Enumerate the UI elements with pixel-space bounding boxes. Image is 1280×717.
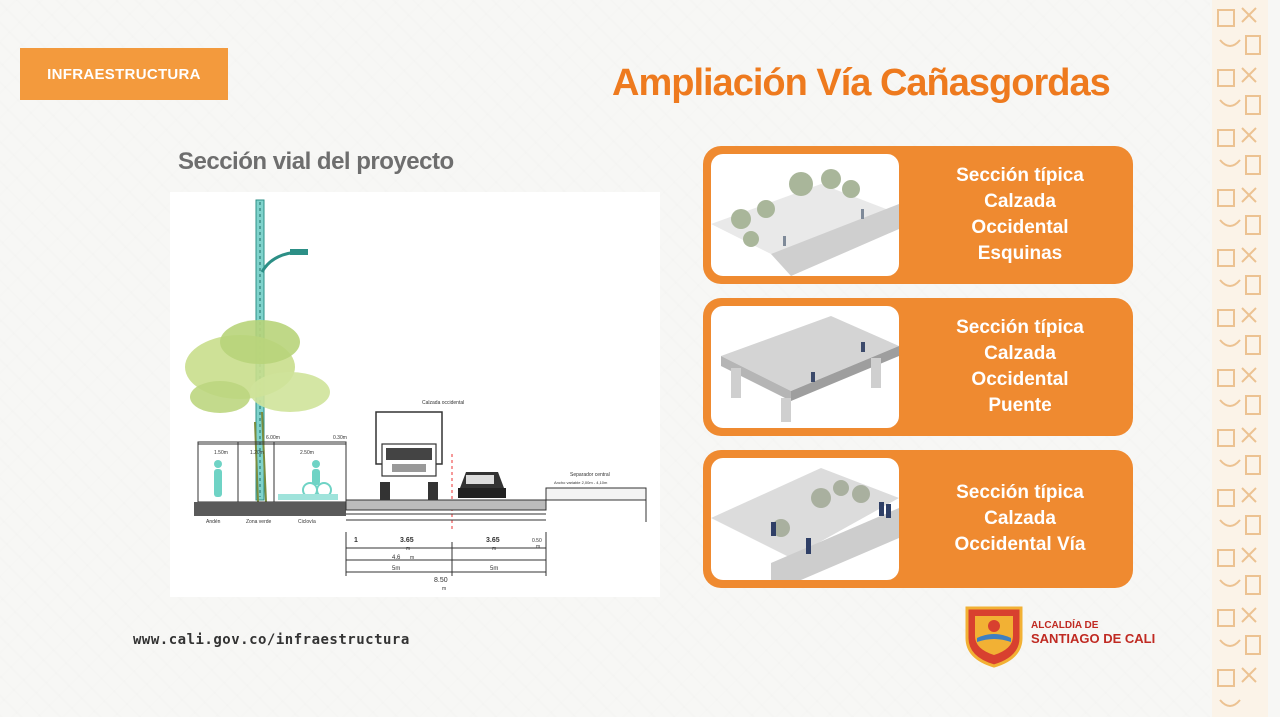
card-thumbnail-esquinas — [711, 154, 899, 276]
logo-line-1: ALCALDÍA DE — [1031, 620, 1099, 631]
dim-a: 3.65 — [400, 537, 414, 544]
card-line: Occidental Vía — [954, 534, 1086, 555]
card-line: Sección típica — [956, 482, 1084, 503]
render-puente-image — [721, 316, 899, 422]
card-line: Calzada — [984, 191, 1056, 212]
card-line: Calzada — [984, 343, 1056, 364]
dim-c: 4.6 — [392, 555, 401, 561]
dim-b-unit: m — [492, 546, 496, 552]
card-line: Puente — [988, 395, 1052, 416]
dim-total-unit: m — [442, 586, 446, 592]
card-puente[interactable]: Sección típica Calzada Occidental Puente — [703, 298, 1133, 436]
road-section-drawing: 6.00m 1.50m 1.20m 2.50m 0.30m Andén Zona… — [170, 192, 660, 597]
dim-e: 5m — [490, 566, 498, 572]
truck-icon — [375, 411, 443, 502]
dim-w1: 1.50m — [214, 450, 228, 456]
website-link[interactable]: www.cali.gov.co/infraestructura — [133, 632, 410, 648]
section-tag: INFRAESTRUCTURA — [20, 48, 228, 100]
pattern-graphic — [1217, 7, 1261, 707]
dim-a-unit: m — [406, 546, 410, 552]
dim-total-top: 6.00m — [266, 435, 280, 441]
dim-w2: 1.20m — [250, 450, 264, 456]
coat-of-arms-icon — [963, 604, 1025, 668]
dim-total: 8.50 — [434, 577, 448, 584]
card-thumbnail-via — [711, 458, 899, 580]
card-thumbnail-puente — [711, 306, 899, 428]
card-line: Occidental — [971, 217, 1069, 238]
decorative-pattern-strip — [1212, 0, 1268, 717]
card-label-via: Sección típica Calzada Occidental Vía — [913, 450, 1127, 588]
render-esquinas-image — [711, 169, 899, 276]
logo-text: ALCALDÍA DE SANTIAGO DE CALI — [1031, 620, 1155, 646]
dim-side-unit: m — [536, 544, 540, 550]
label-separador-detail: Ancho variable 2,00m - 4,10m — [554, 480, 608, 485]
label-ciclovia: Ciclovía — [298, 519, 316, 525]
card-line: Esquinas — [977, 243, 1063, 264]
cyclist-icon — [302, 460, 332, 498]
page-title: Ampliación Vía Cañasgordas — [612, 62, 1111, 104]
label-calzada: Calzada occidental — [422, 400, 464, 406]
card-via[interactable]: Sección típica Calzada Occidental Vía — [703, 450, 1133, 588]
bike-lane — [278, 494, 338, 500]
drawing-subtitle: Sección vial del proyecto — [178, 148, 454, 175]
logo-line-2: SANTIAGO DE CALI — [1031, 631, 1156, 646]
render-via-image — [711, 468, 899, 580]
road-deck — [345, 499, 547, 511]
dim-d: 5m — [392, 566, 400, 572]
dim-c-unit: m — [410, 555, 414, 561]
road-section-svg: 6.00m 1.50m 1.20m 2.50m 0.30m Andén Zona… — [185, 199, 647, 592]
card-label-puente: Sección típica Calzada Occidental Puente — [913, 298, 1127, 436]
dim-w4: 0.30m — [333, 435, 347, 441]
card-esquinas[interactable]: Sección típica Calzada Occidental Esquin… — [703, 146, 1133, 284]
car-icon — [458, 472, 506, 498]
dim-one: 1 — [354, 537, 358, 544]
card-line: Calzada — [984, 508, 1056, 529]
dim-side: 0.50 — [532, 538, 542, 544]
sidewalk-base — [194, 502, 346, 516]
card-line: Sección típica — [956, 165, 1084, 186]
label-anden: Andén — [206, 519, 221, 525]
pedestrian-icon — [214, 460, 222, 497]
tree-icon — [185, 320, 330, 503]
dim-w3: 2.50m — [300, 450, 314, 456]
label-separador: Separador central — [570, 472, 610, 478]
label-zona-verde: Zona verde — [246, 519, 272, 525]
card-label-esquinas: Sección típica Calzada Occidental Esquin… — [913, 146, 1127, 284]
alcaldia-logo: ALCALDÍA DE SANTIAGO DE CALI — [963, 604, 1173, 668]
central-separator — [545, 487, 647, 522]
dim-b: 3.65 — [486, 537, 500, 544]
card-line: Occidental — [971, 369, 1069, 390]
card-line: Sección típica — [956, 317, 1084, 338]
